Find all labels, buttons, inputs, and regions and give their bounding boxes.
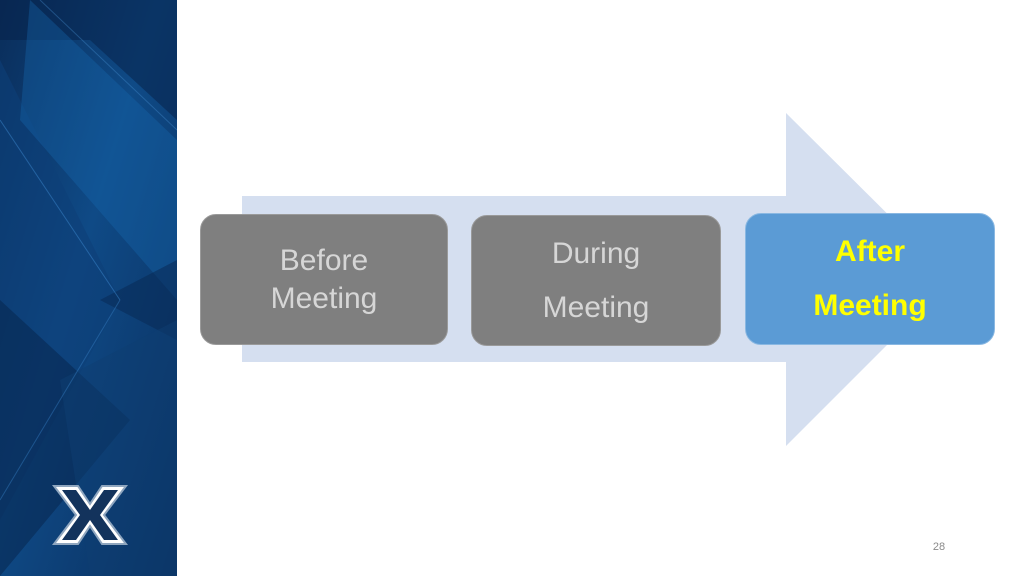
step-after-meeting: After Meeting (745, 213, 995, 345)
side-decor-panel (0, 0, 177, 576)
step-label-line1: Before (279, 243, 369, 277)
step-label-line2: Meeting (813, 289, 927, 322)
step-before-meeting: Before Meeting (200, 214, 448, 345)
step-label-line1: During (551, 236, 641, 270)
step-during-meeting: During Meeting (471, 215, 721, 346)
side-decor-graphic (0, 0, 177, 576)
step-label-line1: After (834, 235, 905, 268)
page-number: 28 (932, 541, 946, 553)
step-label-line2: Meeting (270, 281, 378, 315)
step-label-line2: Meeting (542, 290, 650, 324)
x-logo-icon (51, 485, 129, 545)
